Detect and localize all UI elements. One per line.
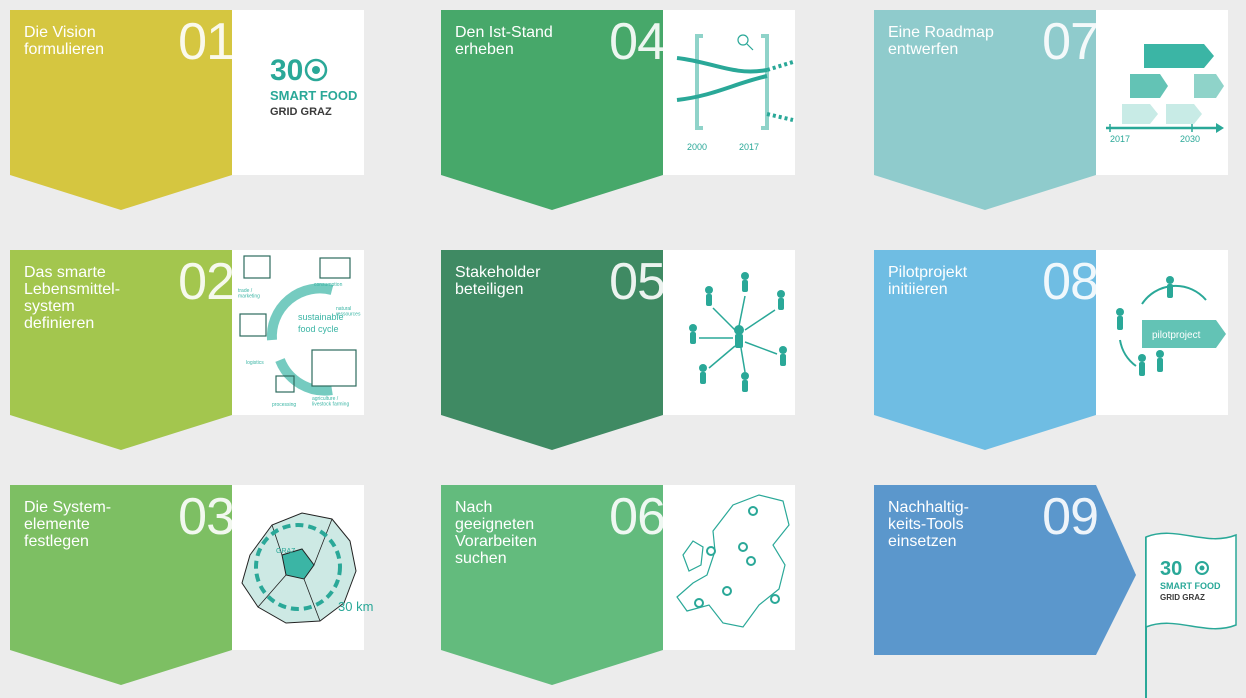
cycle-agriculture: agriculture /livestock farming <box>312 396 349 408</box>
step-08-number: 08 <box>1042 253 1099 311</box>
logo-line1: SMART FOOD <box>270 88 357 103</box>
step-01-label: Die Vision formulieren <box>24 24 105 58</box>
step-09: Nachhaltig- keits-Tools einsetzen 09 30 … <box>874 485 1237 698</box>
step-03-illustration: GRAZ 30 km <box>232 485 373 650</box>
smart-food-grid-logo: 30 SMART FOOD GRID GRAZ <box>270 54 357 118</box>
ist-year-end: 2017 <box>739 142 759 152</box>
logo-number: 30 <box>270 54 303 87</box>
flag-logo-line1: SMART FOOD <box>1160 581 1221 591</box>
step-08-chevron-shape <box>874 250 1096 450</box>
step-01: Die Vision formulieren 01 30 SMART FOOD … <box>10 10 364 220</box>
step-04-number: 04 <box>609 13 666 71</box>
step-04-chevron-shape <box>441 10 663 210</box>
step-06-illustration <box>663 485 795 650</box>
step-02-number: 02 <box>178 253 235 311</box>
logo-line2: GRID GRAZ <box>270 106 332 118</box>
step-07-chevron-shape <box>874 10 1096 210</box>
step-08-illustration: pilotproject <box>1096 250 1228 415</box>
cycle-processing: processing <box>272 402 296 408</box>
graz-region-map: GRAZ 30 km <box>241 512 373 624</box>
step-02-label: Das smarte Lebensmittel- system definier… <box>24 264 121 332</box>
step-04: Den Ist-Stand erheben 04 2000 2017 <box>441 10 795 220</box>
step-01-number: 01 <box>178 13 235 71</box>
step-03-number: 03 <box>178 488 235 546</box>
flag-logo-line2: GRID GRAZ <box>1160 593 1205 602</box>
roadmap-year-start: 2017 <box>1110 134 1130 144</box>
step-07-number: 07 <box>1042 13 1099 71</box>
step-02-illustration: sustainable food cycle trade /marketing … <box>232 250 364 415</box>
step-08-label: Pilotprojekt initiieren <box>888 264 968 298</box>
step-03: Die System- elemente festlegen 03 GRAZ 3… <box>10 485 373 695</box>
step-07: Eine Roadmap entwerfen 07 2017 2030 <box>874 10 1228 220</box>
europe-map <box>676 494 790 628</box>
cycle-consumption: consumption <box>314 282 343 288</box>
step-05-illustration <box>663 250 795 415</box>
step-09-number: 09 <box>1042 488 1099 546</box>
cycle-trade: trade /marketing <box>238 288 260 300</box>
step-02: Das smarte Lebensmittel- system definier… <box>10 250 364 460</box>
map-city-label: GRAZ <box>276 548 296 555</box>
cycle-logistics: logistics <box>246 360 264 366</box>
step-07-label: Eine Roadmap entwerfen <box>888 24 994 58</box>
step-05-chevron-shape <box>441 250 663 450</box>
step-09-label: Nachhaltig- keits-Tools einsetzen <box>888 499 969 550</box>
step-05-number: 05 <box>609 253 666 311</box>
ist-stand-graph: 2000 2017 <box>676 34 794 152</box>
step-04-illustration: 2000 2017 <box>663 10 795 175</box>
step-03-chevron-shape <box>10 485 232 685</box>
roadmap-timeline: 2017 2030 <box>1106 44 1224 144</box>
stakeholder-network <box>689 272 787 392</box>
pilot-cycle: pilotproject <box>1116 276 1226 376</box>
flag-logo-number: 30 <box>1160 558 1182 580</box>
step-07-illustration: 2017 2030 <box>1096 10 1228 175</box>
map-radius-label: 30 km <box>338 599 373 614</box>
step-05-label: Stakeholder beteiligen <box>455 264 541 298</box>
logo-flag-illustration: 30 SMART FOOD GRID GRAZ <box>1145 532 1237 698</box>
step-06: Nach geeigneten Vorarbeiten suchen 06 <box>441 485 795 695</box>
food-cycle-diagram: sustainable food cycle trade /marketing … <box>238 255 361 408</box>
step-06-number: 06 <box>609 488 666 546</box>
roadmap-year-end: 2030 <box>1180 134 1200 144</box>
step-06-label: Nach geeigneten Vorarbeiten suchen <box>455 499 537 567</box>
step-08: Pilotprojekt initiieren 08 pilotproject <box>874 250 1228 460</box>
step-01-illustration: 30 SMART FOOD GRID GRAZ <box>232 10 364 175</box>
cycle-center-line2: food cycle <box>298 324 339 334</box>
step-01-chevron-shape <box>10 10 232 210</box>
cycle-center-line1: sustainable <box>298 312 344 322</box>
step-06-chevron-shape <box>441 485 663 685</box>
step-02-chevron-shape <box>10 250 232 450</box>
step-03-label: Die System- elemente festlegen <box>24 499 112 550</box>
ist-year-start: 2000 <box>687 142 707 152</box>
step-09-chevron-shape <box>874 485 1136 655</box>
step-05: Stakeholder beteiligen 05 <box>441 250 795 460</box>
pilot-label: pilotproject <box>1152 330 1201 341</box>
step-04-label: Den Ist-Stand erheben <box>455 24 553 58</box>
